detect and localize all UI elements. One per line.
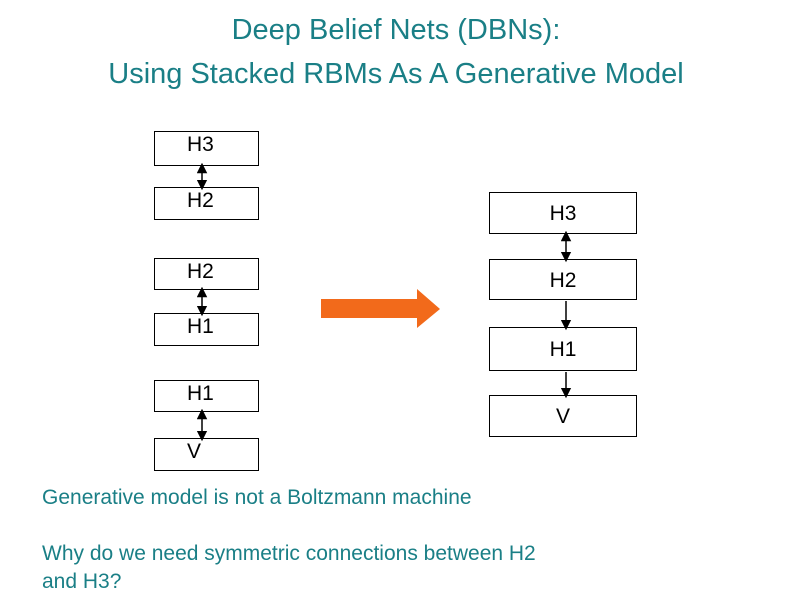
- left-rbm-middle-h1-box: H1: [154, 313, 259, 346]
- left-rbm-bottom-v-box: V: [154, 438, 259, 471]
- right-h2-box: H2: [489, 259, 637, 300]
- question-caption-line-1: Why do we need symmetric connections bet…: [42, 542, 536, 565]
- question-caption-line-2: and H3?: [42, 570, 122, 593]
- left-rbm-top-h2-box: H2: [154, 187, 259, 220]
- left-rbm-bottom-h1-box: H1: [154, 380, 259, 412]
- page-title-line-1: Deep Belief Nets (DBNs):: [231, 14, 561, 46]
- page-title-line-2: Using Stacked RBMs As A Generative Model: [108, 58, 684, 90]
- right-h1-box: H1: [489, 327, 637, 371]
- transform-arrow: [321, 289, 440, 328]
- generative-caption: Generative model is not a Boltzmann mach…: [42, 486, 472, 509]
